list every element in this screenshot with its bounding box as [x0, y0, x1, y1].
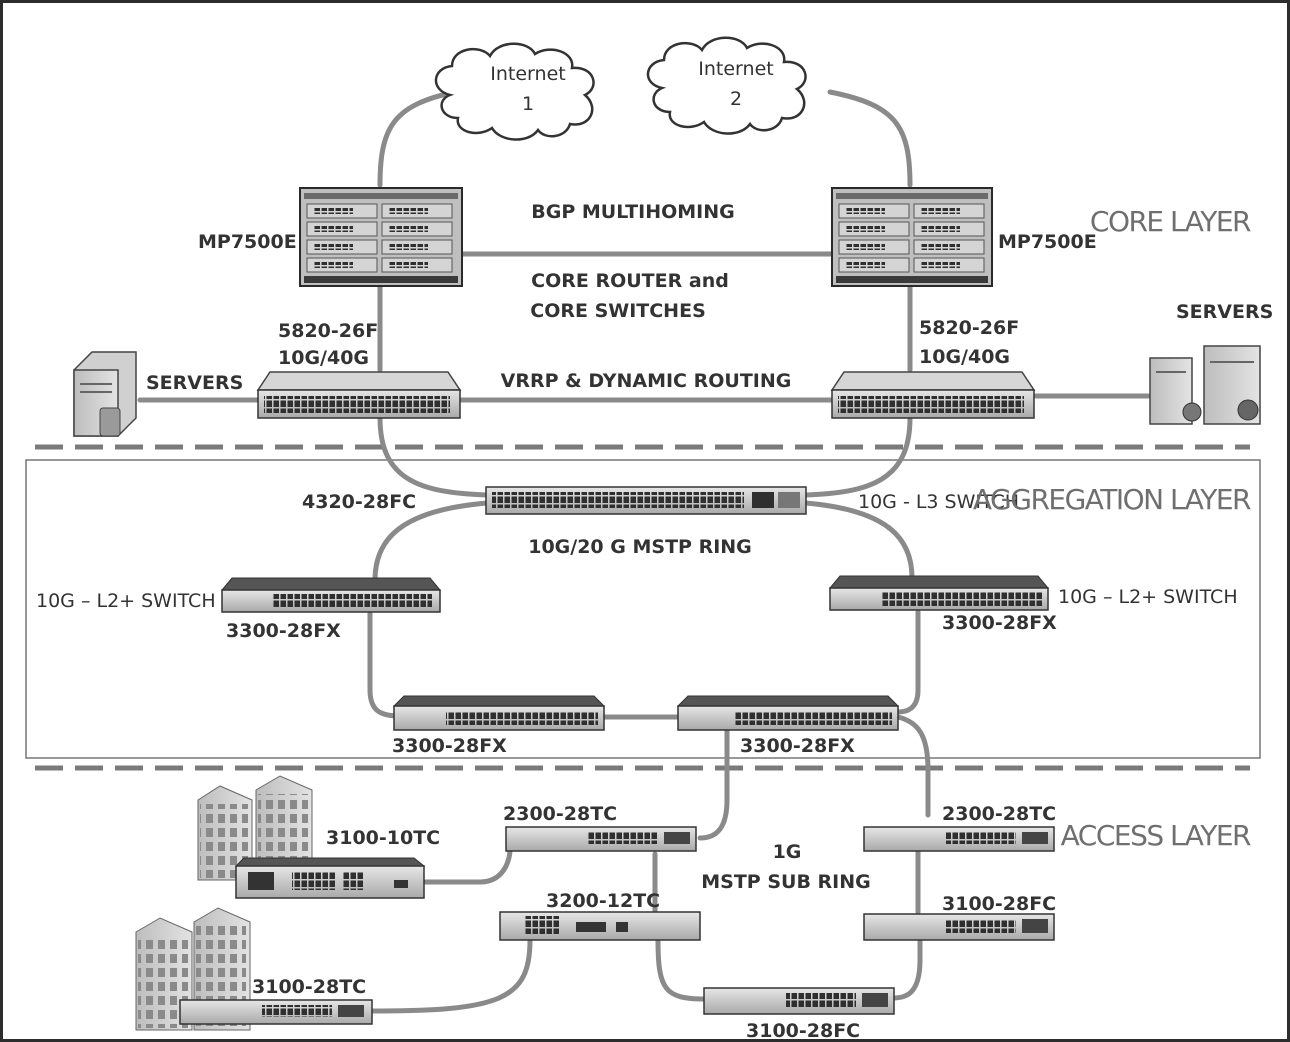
cloud-1-line2: 1	[522, 93, 534, 115]
label-3200: 3200-12TC	[546, 890, 660, 912]
label-3100-10tc: 3100-10TC	[326, 827, 440, 849]
layer-core: CORE LAYER	[1090, 205, 1251, 238]
switch-3100-28tc	[179, 999, 373, 1025]
building-3100-10tc	[197, 775, 313, 881]
label-l2-left: 10G – L2+ SWITCH	[36, 590, 216, 612]
label-servers-right: SERVERS	[1176, 301, 1273, 323]
label-2300-left: 2300-28TC	[503, 803, 617, 825]
label-3100-28fc-right: 3100-28FC	[942, 893, 1056, 915]
switch-4320	[485, 486, 807, 515]
switch-2300-left	[505, 826, 697, 852]
label-sub-ring-2: MSTP SUB RING	[701, 871, 871, 893]
label-3100-28fc-bottom: 3100-28FC	[746, 1020, 860, 1042]
label-3100-28tc: 3100-28TC	[252, 976, 366, 998]
layer-aggregation: AGGREGATION LAYER	[973, 483, 1251, 516]
label-core-router-2: CORE SWITCHES	[530, 300, 706, 322]
label-servers-left: SERVERS	[146, 372, 243, 394]
switch-5820-left	[256, 371, 462, 419]
switch-2300-right	[863, 826, 1055, 852]
label-mp7500e-left: MP7500E	[198, 231, 297, 253]
label-bgp: BGP MULTIHOMING	[531, 201, 734, 223]
label-5820-left-1: 5820-26F	[278, 320, 378, 342]
label-sub-ring-1: 1G	[773, 841, 802, 863]
label-5820-right-2: 10G/40G	[919, 346, 1010, 368]
switch-3300-ul	[220, 577, 442, 613]
cloud-2-line2: 2	[730, 88, 742, 110]
switch-5820-right	[830, 371, 1036, 419]
switch-3100-10tc	[234, 857, 426, 899]
label-l2-right: 10G – L2+ SWITCH	[1058, 586, 1238, 608]
label-vrrp: VRRP & DYNAMIC ROUTING	[501, 370, 792, 392]
links	[137, 89, 1151, 1014]
internet-cloud-2: Internet 2	[646, 36, 807, 135]
mp7500e-right	[831, 187, 993, 287]
label-5820-left-2: 10G/40G	[278, 347, 369, 369]
label-3300-ul: 3300-28FX	[226, 620, 341, 642]
switch-3300-ur	[828, 575, 1050, 611]
aggregation-box	[25, 459, 1261, 759]
switch-3300-bl	[392, 695, 606, 731]
label-4320: 4320-28FC	[302, 491, 416, 513]
switch-3200-12tc	[499, 911, 701, 941]
label-2300-right: 2300-28TC	[942, 803, 1056, 825]
label-3300-ur: 3300-28FX	[942, 612, 1057, 634]
server-right	[1149, 345, 1261, 425]
switch-3100-28fc-right	[863, 913, 1055, 941]
cloud-2-line1: Internet	[698, 58, 773, 80]
label-l3-switch: 10G - L3 SWITCH	[858, 491, 1019, 513]
switch-3300-br	[676, 695, 900, 731]
label-mstp-ring: 10G/20 G MSTP RING	[528, 536, 752, 558]
label-3300-bl: 3300-28FX	[392, 735, 507, 757]
internet-cloud-1: Internet 1	[434, 42, 595, 141]
label-3300-br: 3300-28FX	[740, 735, 855, 757]
server-left	[73, 351, 137, 437]
label-core-router-1: CORE ROUTER and	[531, 270, 729, 292]
switch-3100-28fc-bottom	[703, 987, 895, 1015]
label-mp7500e-right: MP7500E	[998, 231, 1097, 253]
cloud-1-line1: Internet	[490, 63, 565, 85]
mp7500e-left	[299, 187, 463, 287]
layer-access: ACCESS LAYER	[1061, 819, 1251, 852]
label-5820-right-1: 5820-26F	[919, 317, 1019, 339]
